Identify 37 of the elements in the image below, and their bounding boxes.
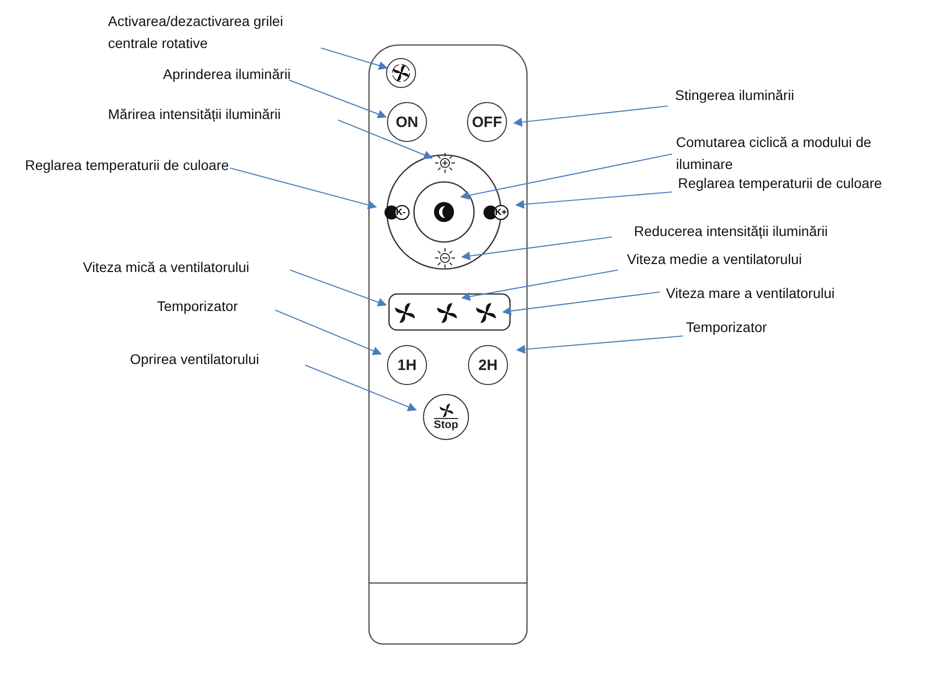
fan-icon	[436, 302, 458, 324]
leader-arrow	[461, 269, 618, 301]
leader-arrow	[502, 291, 660, 316]
leader-arrow	[230, 167, 377, 210]
callout-text: Oprirea ventilatorului	[130, 348, 260, 370]
fan-icon	[394, 302, 416, 324]
key-text: K+	[495, 206, 507, 218]
leader-arrow	[515, 191, 672, 209]
callout-text: Viteza mică a ventilatorului	[83, 256, 250, 278]
leader-arrow	[288, 79, 387, 118]
key-text: K-	[396, 206, 406, 218]
leader-arrow	[461, 236, 612, 260]
color-temperature-key	[483, 204, 509, 220]
leader-arrow	[290, 269, 387, 306]
sun-icon	[434, 152, 456, 174]
leader-arrow	[338, 120, 433, 160]
callout-text: Stingerea iluminării	[675, 84, 794, 106]
callout-text: Aprinderea iluminării	[163, 63, 291, 85]
color-temperature-key	[384, 204, 410, 220]
leader-arrow	[516, 335, 684, 354]
callout-text: Activarea/dezactivarea grilei centrale rotative	[108, 10, 323, 54]
leader-arrow	[274, 310, 382, 356]
callout-text: Comutarea ciclică a modului de iluminare	[676, 131, 901, 175]
callout-text: Reducerea intensității iluminării	[634, 220, 828, 242]
leader-arrow	[460, 153, 672, 200]
callout-text: Viteza medie a ventilatorului	[627, 248, 802, 270]
callout-text: Reglarea temperaturii de culoare	[678, 172, 882, 194]
callout-text: Viteza mare a ventilatorului	[666, 282, 835, 304]
sun-icon	[434, 247, 456, 269]
callout-text: Reglarea temperaturii de culoare	[25, 154, 229, 176]
leader-arrow	[320, 47, 388, 70]
leader-arrow	[513, 105, 668, 127]
callout-text: Mărirea intensității iluminării	[108, 103, 281, 125]
callout-text: Temporizator	[157, 295, 238, 317]
leader-arrow	[304, 364, 417, 412]
fan-icon	[475, 302, 497, 324]
callout-text: Temporizator	[686, 316, 767, 338]
